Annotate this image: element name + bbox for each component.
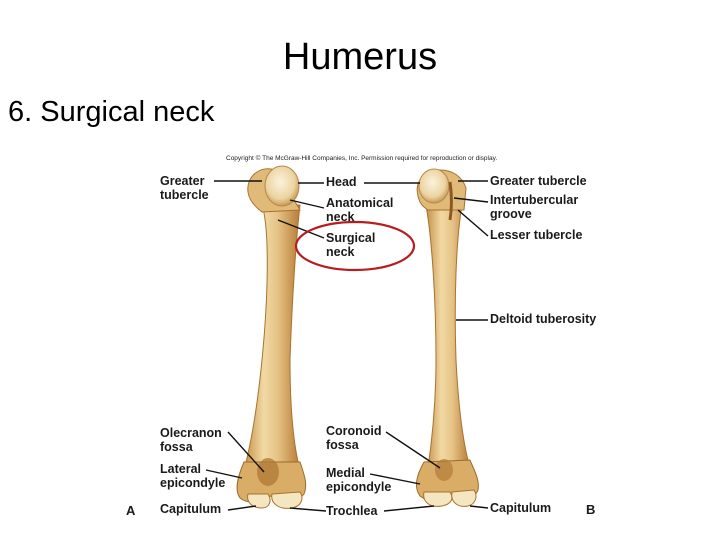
leader-trochlea-b bbox=[383, 505, 435, 512]
head-b bbox=[418, 168, 450, 204]
leader-lesser-tubercle bbox=[457, 209, 489, 237]
trochlea-a bbox=[271, 491, 303, 509]
label-intertubercular-groove-2: groove bbox=[490, 207, 532, 221]
label-deltoid-tuberosity: Deltoid tuberosity bbox=[490, 312, 596, 326]
coronoid-fossa-shape bbox=[435, 459, 453, 481]
leader-anatomical-neck bbox=[289, 199, 325, 209]
label-head: Head bbox=[326, 175, 357, 189]
view-label-b: B bbox=[586, 502, 595, 517]
slide-subtitle: 6. Surgical neck bbox=[8, 96, 215, 128]
leader-surgical-neck bbox=[277, 219, 325, 239]
label-capitulum-right: Capitulum bbox=[490, 501, 551, 515]
humerus-posterior-view bbox=[416, 168, 479, 507]
surgical-neck-highlight bbox=[294, 220, 416, 272]
trochlea-b bbox=[423, 491, 453, 507]
slide-title: Humerus bbox=[282, 36, 438, 78]
label-surgical-neck-1: Surgical bbox=[326, 231, 375, 245]
label-lesser-tubercle: Lesser tubercle bbox=[490, 228, 582, 242]
leader-lines bbox=[205, 180, 489, 512]
label-greater-tubercle-left-2: tubercle bbox=[160, 188, 209, 202]
label-olecranon-fossa-2: fossa bbox=[160, 440, 194, 454]
label-greater-tubercle-right: Greater tubercle bbox=[490, 174, 587, 188]
label-intertubercular-groove-1: Intertubercular bbox=[490, 193, 578, 207]
capitulum-a bbox=[247, 493, 271, 509]
label-olecranon-fossa-1: Olecranon bbox=[160, 426, 222, 440]
label-capitulum-left: Capitulum bbox=[160, 502, 221, 516]
label-medial-epicondyle-1: Medial bbox=[326, 466, 365, 480]
label-coronoid-fossa-1: Coronoid bbox=[326, 424, 382, 438]
leader-coronoid-fossa bbox=[385, 431, 441, 469]
leader-capitulum-a bbox=[227, 505, 257, 511]
leader-medial-epicondyle bbox=[369, 473, 421, 485]
label-lateral-epicondyle-2: epicondyle bbox=[160, 476, 225, 490]
head-a bbox=[264, 165, 300, 207]
label-coronoid-fossa-2: fossa bbox=[326, 438, 360, 452]
leader-trochlea bbox=[289, 507, 327, 512]
olecranon-fossa-shape bbox=[257, 458, 279, 486]
label-anatomical-neck-1: Anatomical bbox=[326, 196, 393, 210]
intertubercular-groove-shape bbox=[448, 181, 453, 221]
humerus-anterior-view bbox=[236, 165, 307, 509]
leader-capitulum-b bbox=[469, 505, 489, 509]
leader-intertubercular-groove bbox=[453, 197, 489, 203]
leader-olecranon-fossa bbox=[227, 431, 265, 473]
label-medial-epicondyle-2: epicondyle bbox=[326, 480, 391, 494]
view-label-a: A bbox=[126, 503, 136, 518]
label-surgical-neck-2: neck bbox=[326, 245, 355, 259]
label-trochlea: Trochlea bbox=[326, 504, 378, 518]
leader-lateral-epicondyle bbox=[205, 469, 243, 479]
label-lateral-epicondyle-1: Lateral bbox=[160, 462, 201, 476]
shaft-a bbox=[243, 204, 301, 471]
capitulum-b bbox=[451, 489, 477, 507]
shaft-b bbox=[425, 204, 471, 469]
label-anatomical-neck-2: neck bbox=[326, 210, 355, 224]
label-greater-tubercle-left-1: Greater bbox=[160, 174, 205, 188]
copyright-notice: Copyright © The McGraw-Hill Companies, I… bbox=[226, 155, 498, 162]
